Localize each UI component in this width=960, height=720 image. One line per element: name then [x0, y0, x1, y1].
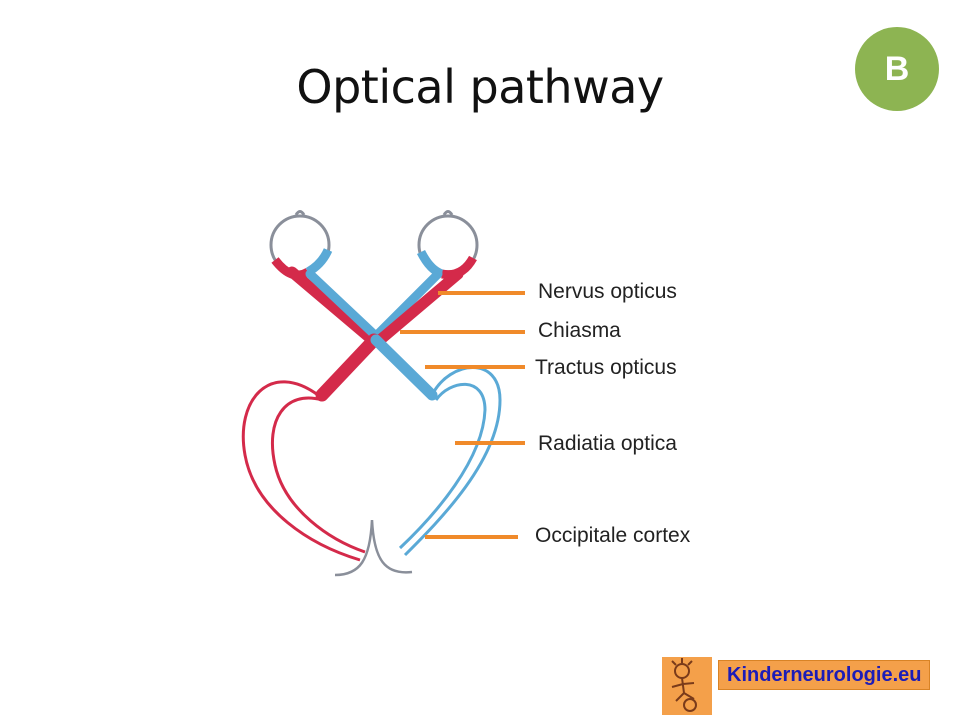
left-eye-icon: [269, 210, 333, 280]
left-optic-tract: [315, 333, 381, 402]
label-occipitale-cortex: Occipitale cortex: [535, 524, 691, 547]
kinderneurologie-link[interactable]: Kinderneurologie.eu: [718, 660, 931, 690]
label-nervus-opticus: Nervus opticus: [538, 280, 677, 303]
slide-title: Optical pathway: [296, 60, 664, 114]
label-radiatia-optica: Radiatia optica: [538, 432, 677, 455]
right-optic-nerve-blue: [367, 269, 443, 345]
right-radiation: [403, 366, 502, 557]
leader-lines: [400, 291, 525, 539]
left-radiation: [241, 380, 361, 562]
slide-badge: B: [855, 27, 939, 111]
right-optic-tract: [370, 334, 438, 401]
optical-pathway-diagram: [241, 210, 525, 577]
right-eye-icon: [416, 210, 479, 280]
left-optic-nerve-blue: [305, 269, 383, 343]
label-tractus-opticus: Tractus opticus: [535, 356, 677, 379]
label-chiasma: Chiasma: [538, 319, 621, 342]
occipital-fissure: [334, 519, 413, 577]
left-optic-nerve-red: [286, 266, 376, 344]
right-optic-nerve-red: [374, 268, 464, 346]
child-drawing-logo-icon[interactable]: [662, 657, 712, 715]
